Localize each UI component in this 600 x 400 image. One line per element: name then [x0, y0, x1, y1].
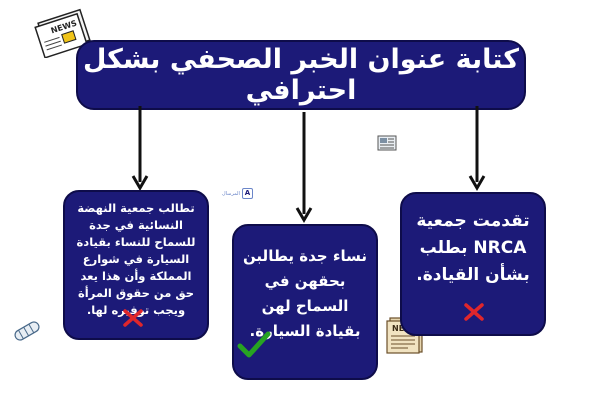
arrow-to-right-card [468, 106, 486, 191]
card-long-headline-text: تطالب جمعية النهضة النسائية في جدة للسما… [76, 201, 196, 317]
card-ideal-headline-text: نساء جدة يطالبن بحقهن في السماح لهن بقيا… [242, 247, 368, 340]
check-icon [237, 331, 271, 358]
title-box: كتابة عنوان الخبر الصحفي بشكل احترافي [76, 40, 526, 110]
newspaper-icon: NEWS [34, 8, 91, 58]
cross-icon [464, 303, 484, 321]
card-vague-headline-text: تقدمت جمعية NRCA بطلب بشأن القيادة. [416, 211, 530, 285]
logo-text: المرسال [222, 190, 240, 197]
rolled-newspaper-icon [14, 321, 40, 341]
diagram-title: كتابة عنوان الخبر الصحفي بشكل احترافي [83, 44, 519, 106]
card-ideal-headline: نساء جدة يطالبن بحقهن في السماح لهن بقيا… [232, 224, 378, 380]
arrow-to-middle-card [295, 112, 313, 223]
document-icon [377, 135, 397, 151]
cross-icon [123, 309, 143, 327]
arrow-to-left-card [131, 106, 149, 191]
card-long-headline: تطالب جمعية النهضة النسائية في جدة للسما… [63, 190, 209, 340]
logo: A المرسال [222, 188, 253, 199]
logo-badge: A [241, 188, 253, 199]
